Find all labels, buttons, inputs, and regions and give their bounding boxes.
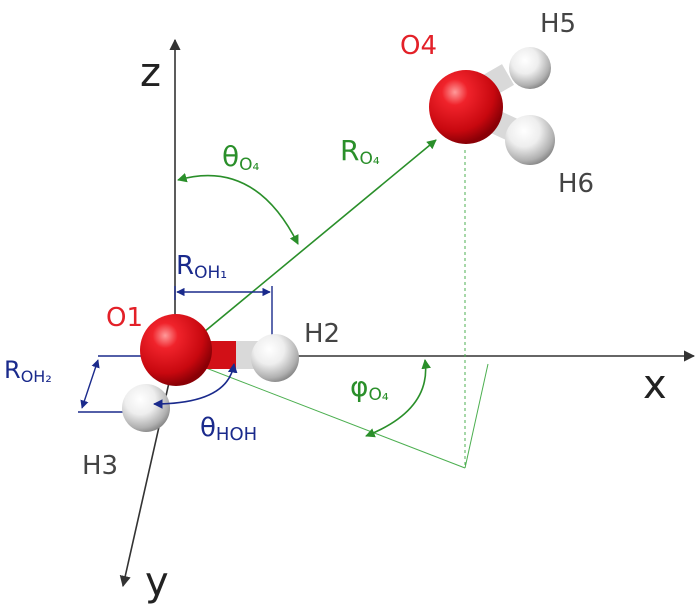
label-theta-hoh: θHOH	[200, 413, 257, 445]
atom-label-o1: O1	[106, 303, 143, 333]
label-r-o4: RO₄	[340, 134, 380, 169]
theta-hoh-arc	[153, 363, 238, 409]
r-oh1-subscript: OH₁	[194, 263, 227, 283]
atom-label-h2: H2	[304, 319, 340, 349]
x-axis-label: x	[643, 362, 667, 408]
y-axis-label: y	[145, 559, 169, 605]
hydrogen-h6	[505, 115, 555, 165]
theta-o4-symbol: θ	[222, 140, 239, 173]
atom-label-h6: H6	[558, 169, 594, 199]
theta-o4-subscript: O₄	[239, 155, 259, 175]
theta-hoh-subscript: HOH	[216, 424, 257, 445]
theta-hoh-symbol: θ	[200, 413, 216, 443]
oxygen-o1	[140, 314, 212, 386]
water-molecule-2	[429, 47, 555, 165]
label-phi-o4: φO₄	[350, 370, 389, 405]
hydrogen-h5	[509, 47, 551, 89]
label-theta-o4: θO₄	[222, 140, 260, 175]
projection-lines	[174, 150, 489, 469]
r-oh2-symbol: R	[4, 356, 21, 384]
label-r-oh2: ROH₂	[4, 356, 52, 386]
atom-label-o4: O4	[400, 31, 437, 61]
r-oh1-symbol: R	[176, 251, 194, 281]
phi-o4-symbol: φ	[350, 370, 368, 403]
hydrogen-h2	[251, 334, 299, 382]
label-r-oh1: ROH₁	[176, 251, 227, 283]
atom-label-h5: H5	[540, 9, 576, 39]
r-o4-subscript: O₄	[359, 149, 379, 169]
atom-label-h3: H3	[82, 451, 118, 481]
phi-o4-arc	[365, 359, 431, 438]
r-oh2-subscript: OH₂	[21, 367, 52, 386]
r-o4-vector	[174, 139, 437, 357]
hydrogen-h3	[122, 384, 170, 432]
theta-o4-arc	[177, 173, 299, 245]
oxygen-o4	[429, 70, 503, 144]
z-axis-label: z	[140, 50, 161, 96]
r-o4-symbol: R	[340, 134, 359, 167]
phi-o4-subscript: O₄	[368, 385, 388, 405]
